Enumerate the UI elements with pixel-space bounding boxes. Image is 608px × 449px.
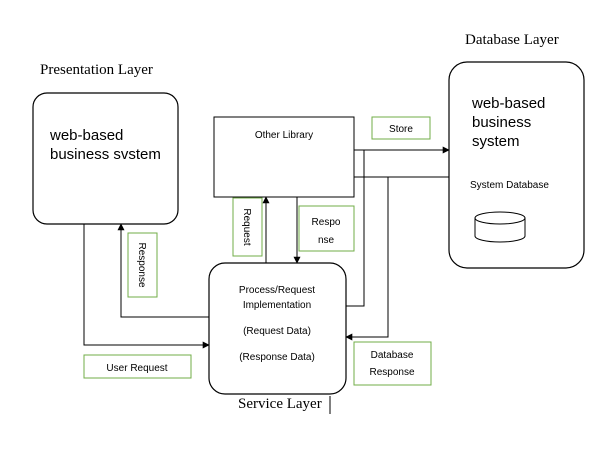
database-box-caption: System Database bbox=[470, 180, 549, 191]
service-box bbox=[208, 262, 347, 395]
database-response-arrow bbox=[345, 177, 389, 341]
label-database-response: Database Response bbox=[353, 341, 432, 386]
database-response-line1: Database bbox=[371, 350, 414, 361]
label-response-split: Respo nse bbox=[298, 205, 355, 252]
presentation-layer-title: Presentation Layer bbox=[40, 62, 153, 78]
label-request-vertical: Request bbox=[232, 197, 263, 257]
presentation-box bbox=[32, 92, 179, 225]
store-label: Store bbox=[389, 124, 413, 135]
presentation-box-line1: web-based bbox=[49, 127, 123, 144]
database-box-line3: system bbox=[472, 133, 520, 150]
label-user-request: User Request bbox=[83, 354, 192, 379]
response-arrow bbox=[117, 223, 209, 318]
response-split-line1: Respo bbox=[312, 217, 341, 228]
connector-lines bbox=[83, 146, 450, 349]
service-box-line1: Process/Request bbox=[239, 285, 315, 296]
service-box-line4: (Response Data) bbox=[239, 352, 315, 363]
database-box-line1: web-based bbox=[471, 95, 545, 112]
service-to-store-line bbox=[346, 150, 365, 307]
database-cylinder-icon bbox=[474, 211, 526, 243]
request-label: Request bbox=[241, 208, 252, 245]
database-box-line2: business bbox=[472, 114, 531, 131]
user-request-label: User Request bbox=[106, 363, 167, 374]
label-store: Store bbox=[371, 116, 431, 140]
service-box-line3: (Request Data) bbox=[243, 326, 311, 337]
other-library-box bbox=[213, 116, 355, 198]
response-split-line2: nse bbox=[318, 235, 335, 246]
database-response-line2: Response bbox=[369, 367, 414, 378]
service-box-line2: Implementation bbox=[243, 300, 311, 311]
response-label: Response bbox=[136, 242, 147, 287]
service-layer-title: Service Layer bbox=[238, 396, 322, 412]
other-library-label: Other Library bbox=[255, 130, 313, 141]
presentation-box-line2: business svstem bbox=[50, 146, 161, 163]
label-response-vertical: Response bbox=[127, 232, 158, 298]
user-request-arrow bbox=[83, 224, 210, 349]
database-layer-title: Database Layer bbox=[465, 32, 559, 48]
